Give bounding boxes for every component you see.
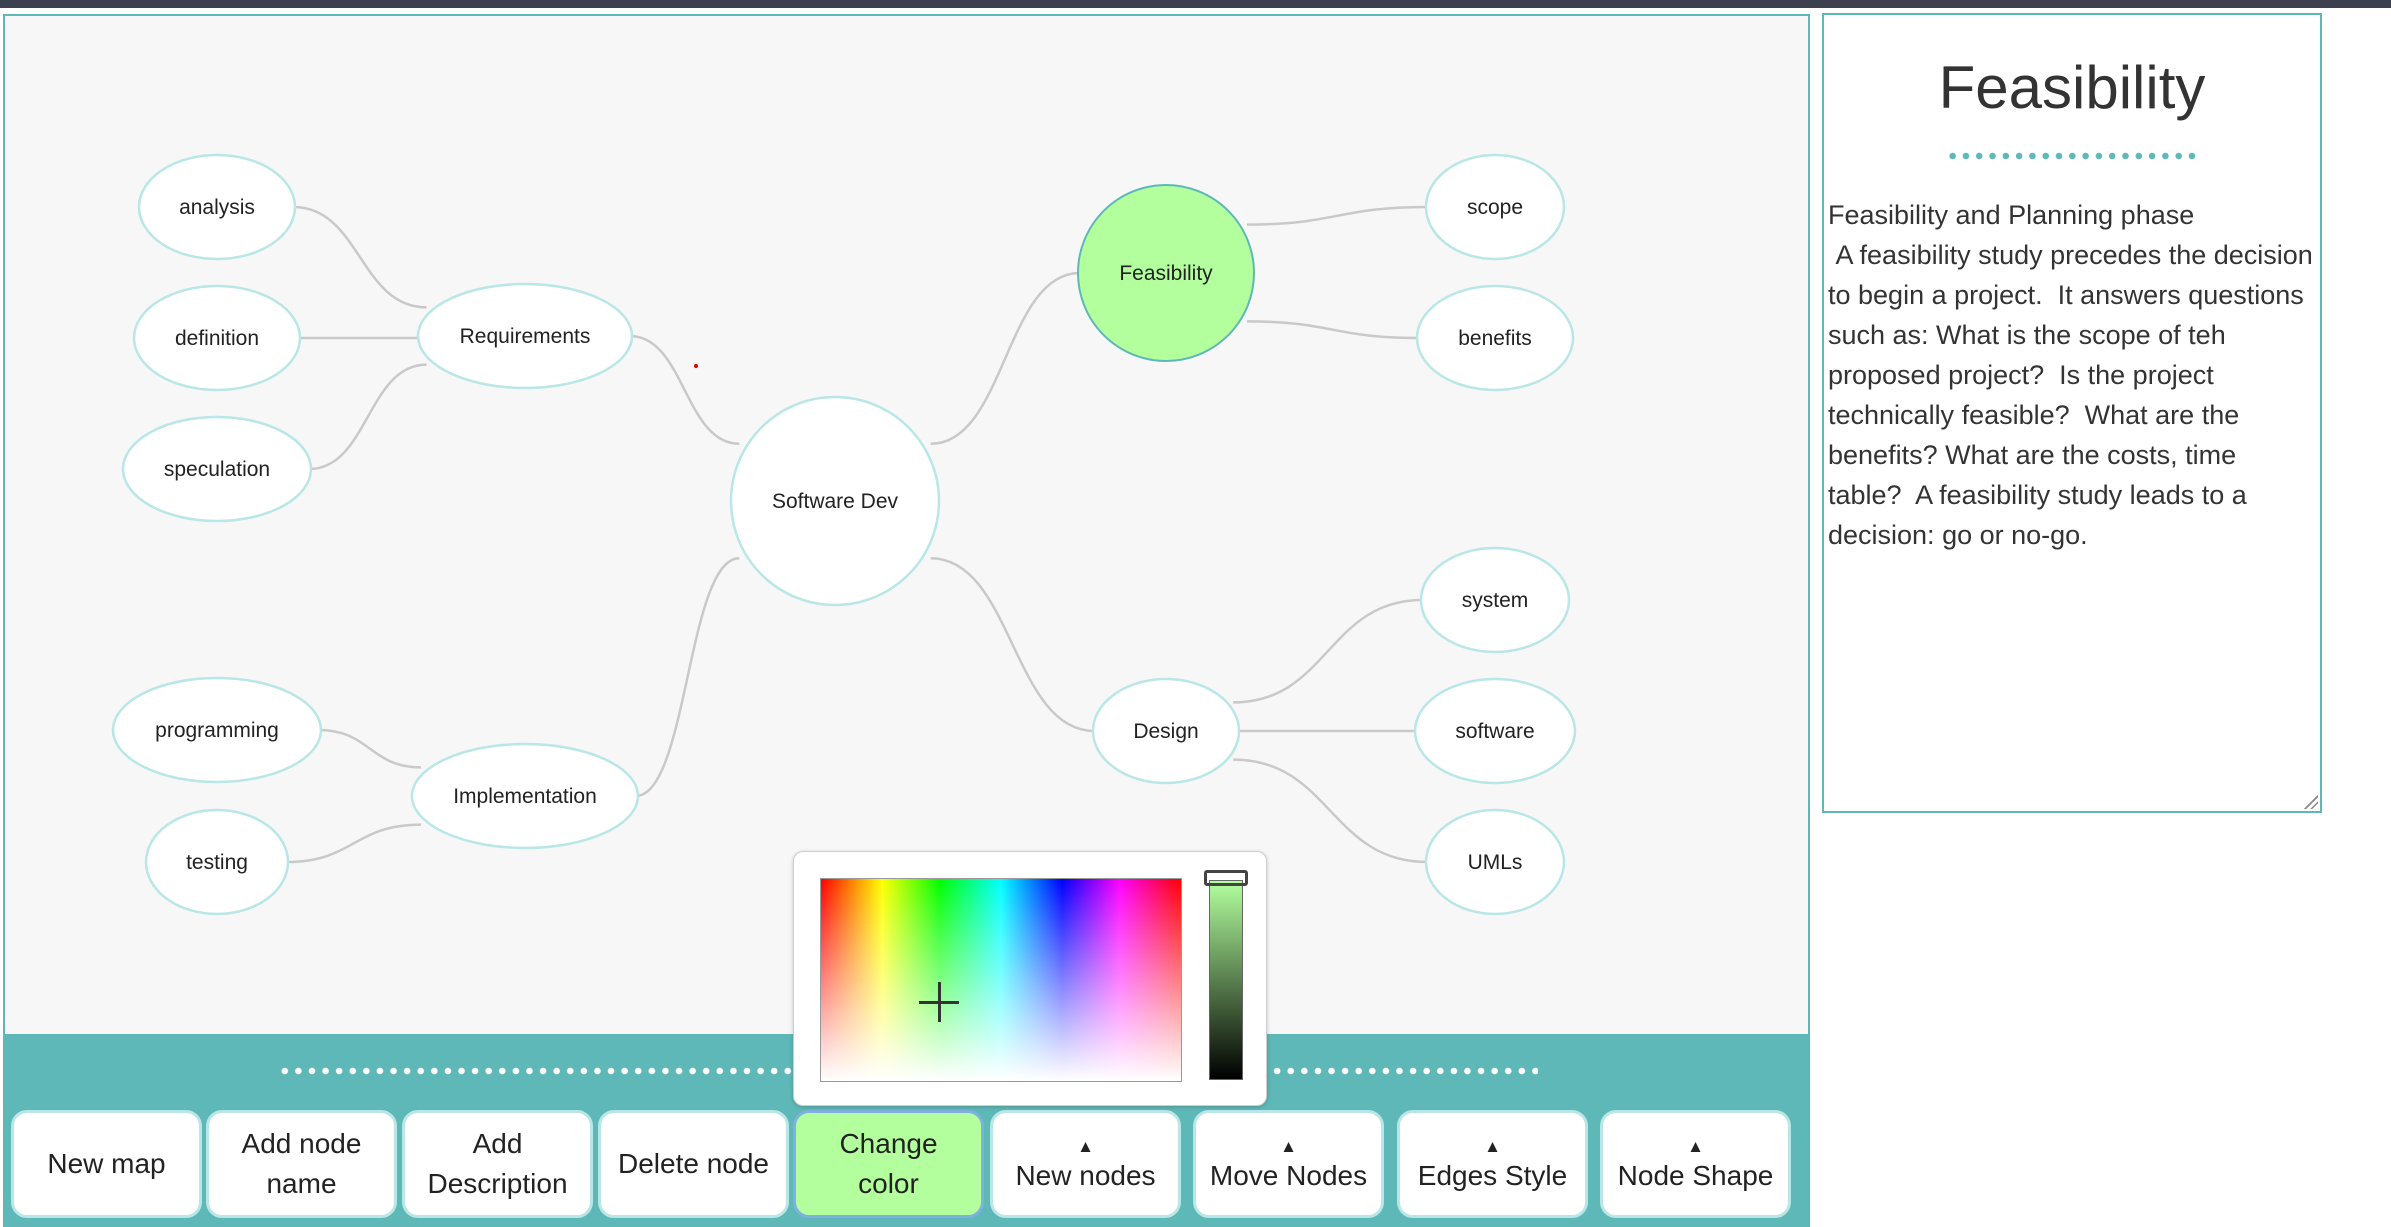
node-definition[interactable]: definition (132, 284, 302, 392)
node-shape[interactable] (137, 153, 297, 261)
node-label: UMLs (1468, 851, 1523, 874)
resize-grip-icon[interactable] (2304, 795, 2318, 809)
node-label: software (1455, 720, 1534, 743)
node-software-dev[interactable]: Software Dev (729, 395, 941, 607)
window-top-bar (0, 0, 2391, 8)
move-nodes-button[interactable]: ▲ Move Nodes (1193, 1110, 1384, 1218)
node-benefits[interactable]: benefits (1415, 284, 1575, 392)
caret-up-icon: ▲ (1687, 1137, 1704, 1156)
node-label: analysis (179, 196, 255, 219)
node-shape[interactable] (410, 742, 640, 850)
brightness-slider-handle[interactable] (1204, 870, 1248, 886)
edge-software-dev-implementation (635, 556, 740, 798)
node-speculation[interactable]: speculation (121, 415, 313, 523)
edge-implementation-testing (286, 823, 422, 864)
edge-feasibility-benefits (1246, 320, 1419, 340)
node-label: scope (1467, 196, 1523, 219)
node-shape[interactable] (121, 415, 313, 523)
add-description-button[interactable]: Add Description (402, 1110, 593, 1218)
button-label: Delete node (617, 1148, 769, 1179)
description-dotted-divider (1946, 151, 2198, 161)
node-shape[interactable] (729, 395, 941, 607)
node-label: speculation (164, 458, 270, 481)
new-map-button[interactable]: New map (11, 1110, 202, 1218)
node-label: Requirements (460, 325, 591, 348)
button-label: Node Shape (1617, 1160, 1774, 1191)
add-node-name-button[interactable]: Add node name (206, 1110, 397, 1218)
node-requirements[interactable]: Requirements (416, 282, 634, 390)
node-shape[interactable] (416, 282, 634, 390)
node-feasibility[interactable]: Feasibility (1077, 184, 1255, 362)
edge-software-dev-feasibility (930, 271, 1080, 446)
button-label: Add Description (427, 1128, 568, 1199)
edge-software-dev-design (930, 556, 1095, 733)
button-label: New map (47, 1148, 166, 1179)
caret-up-icon: ▲ (1077, 1137, 1094, 1156)
brightness-slider[interactable] (1209, 880, 1243, 1080)
node-shape[interactable] (1419, 546, 1571, 654)
node-design[interactable]: Design (1091, 677, 1241, 785)
new-nodes-button[interactable]: ▲ New nodes (990, 1110, 1181, 1218)
change-color-button[interactable]: Change color (793, 1110, 984, 1218)
color-picker-popup[interactable] (793, 851, 1267, 1106)
node-analysis[interactable]: analysis (137, 153, 297, 261)
node-shape[interactable] (1413, 677, 1577, 785)
mindmap-svg[interactable]: Software Dev Requirements analysis definiti… (5, 16, 1808, 1034)
node-implementation[interactable]: Implementation (410, 742, 640, 850)
node-system[interactable]: system (1419, 546, 1571, 654)
button-label: Edges Style (1417, 1160, 1568, 1191)
edge-feasibility-scope (1246, 205, 1428, 226)
node-shape[interactable] (144, 808, 290, 916)
edge-design-umls (1233, 758, 1428, 864)
color-spectrum[interactable] (820, 878, 1182, 1082)
node-shape-button[interactable]: ▲ Node Shape (1600, 1110, 1791, 1218)
node-shape[interactable] (1077, 184, 1255, 362)
node-label: definition (175, 327, 259, 350)
edge-implementation-programming (318, 728, 422, 769)
node-software[interactable]: software (1413, 677, 1577, 785)
node-label: Design (1133, 720, 1198, 743)
button-label: Move Nodes (1209, 1160, 1368, 1191)
node-shape[interactable] (1424, 153, 1566, 261)
node-label: benefits (1458, 327, 1532, 350)
edge-requirements-analysis (293, 205, 427, 309)
node-programming[interactable]: programming (111, 676, 323, 784)
node-umls[interactable]: UMLs (1424, 808, 1566, 916)
edges-style-button[interactable]: ▲ Edges Style (1397, 1110, 1588, 1218)
cursor-dot (694, 364, 698, 368)
description-body[interactable]: Feasibility and Planning phase A feasibi… (1828, 200, 2313, 550)
edge-software-dev-requirements (629, 334, 740, 446)
node-label: programming (155, 719, 279, 742)
button-label: Add node name (241, 1128, 362, 1199)
delete-node-button[interactable]: Delete node (598, 1110, 789, 1218)
caret-up-icon: ▲ (1280, 1137, 1297, 1156)
edge-design-system (1233, 598, 1423, 704)
node-label: Feasibility (1119, 262, 1213, 285)
description-title: Feasibility (1938, 54, 2206, 121)
node-shape[interactable] (132, 284, 302, 392)
node-label: system (1462, 589, 1529, 612)
caret-up-icon: ▲ (1484, 1137, 1501, 1156)
node-label: Implementation (453, 785, 597, 808)
mindmap-edges (286, 205, 1428, 864)
node-shape[interactable] (111, 676, 323, 784)
node-label: Software Dev (772, 490, 899, 513)
button-label: New nodes (1015, 1160, 1156, 1191)
node-scope[interactable]: scope (1424, 153, 1566, 261)
node-testing[interactable]: testing (144, 808, 290, 916)
button-label: Change color (839, 1128, 938, 1199)
node-shape[interactable] (1091, 677, 1241, 785)
description-textarea[interactable]: Feasibility Feasibility and Planning pha… (1822, 13, 2322, 813)
node-shape[interactable] (1424, 808, 1566, 916)
crosshair-icon[interactable] (919, 982, 959, 1022)
edge-requirements-speculation (309, 363, 427, 471)
node-label: testing (186, 851, 248, 874)
node-shape[interactable] (1415, 284, 1575, 392)
